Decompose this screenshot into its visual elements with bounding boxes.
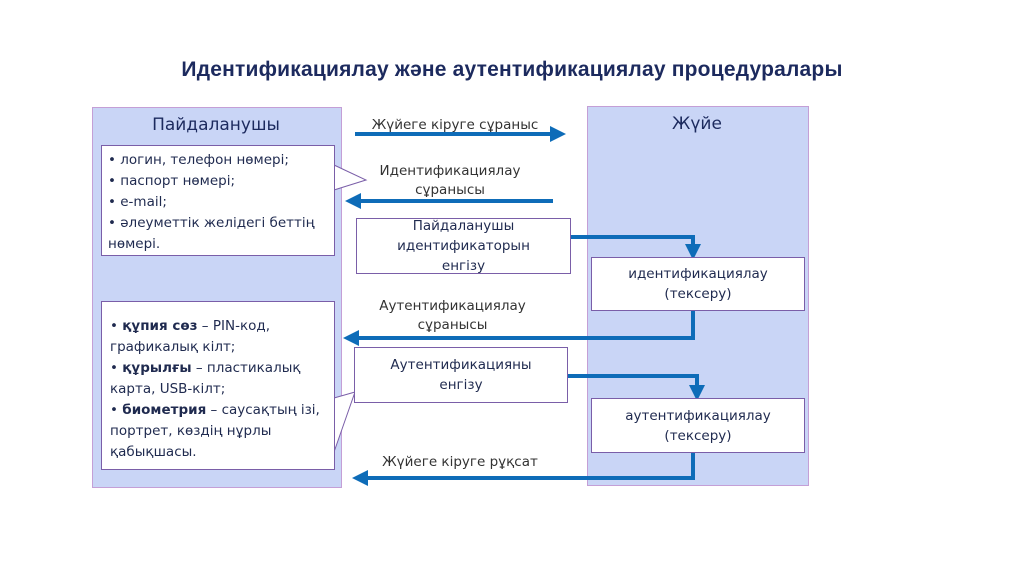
authenticator-item: • құпия сөз – PIN-код, графикалық кілт; xyxy=(110,318,270,355)
identifier-item: • e-mail; xyxy=(108,194,167,210)
authenticators-box: • құпия сөз – PIN-код, графикалық кілт; … xyxy=(101,301,335,470)
user-panel-title: Пайдаланушы xyxy=(152,115,280,135)
enter-identifier-box: Пайдаланушы идентификаторын енгізу xyxy=(356,218,571,274)
authenticator-item: • құрылғы – пластикалық карта, USB-кілт; xyxy=(110,360,301,397)
arrow-access-granted xyxy=(352,453,695,486)
enter-authentication-box: Аутентификацияны енгізу xyxy=(354,347,568,403)
access-granted-label: Жүйеге кіруге рұқсат xyxy=(382,454,538,470)
arrow-enter-authentication xyxy=(568,374,705,401)
identifier-item: • паспорт нөмері; xyxy=(108,173,236,189)
page-title: Идентификациялау және аутентификациялау … xyxy=(181,58,843,81)
arrow-authentication-request xyxy=(343,311,695,346)
identifiers-box: • логин, телефон нөмері; • паспорт нөмер… xyxy=(101,145,335,256)
identification-request-label: Идентификациялау сұранысы xyxy=(379,163,521,198)
identifier-item: • әлеуметтік желідегі беттің нөмері. xyxy=(108,215,315,252)
login-request-label: Жүйеге кіруге сұраныс xyxy=(371,117,539,133)
authentication-check-box: аутентификациялау (тексеру) xyxy=(591,398,805,453)
identification-check-box: идентификациялау (тексеру) xyxy=(591,257,805,311)
identifier-item: • логин, телефон нөмері; xyxy=(108,152,289,168)
system-panel-title: Жүйе xyxy=(672,114,722,134)
callout-pointer-authenticators xyxy=(333,391,356,453)
authentication-request-label: Аутентификациялау сұранысы xyxy=(379,298,526,333)
arrow-enter-identifier xyxy=(571,235,701,260)
authenticator-item: • биометрия – саусақтың ізі, портрет, кө… xyxy=(110,402,320,460)
callout-pointer-identifiers xyxy=(333,164,368,191)
